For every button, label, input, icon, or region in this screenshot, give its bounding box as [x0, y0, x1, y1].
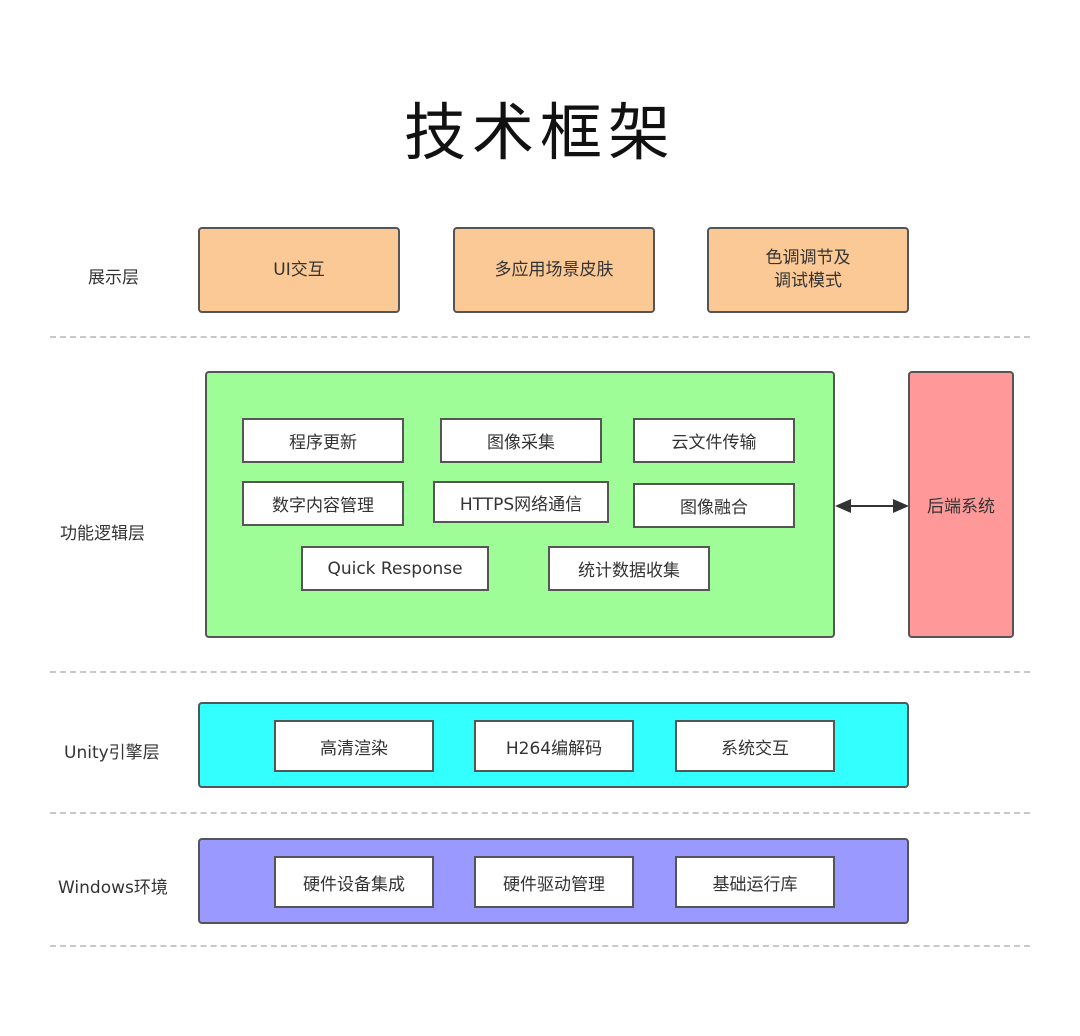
layer-divider	[50, 671, 1030, 673]
module-statistics-collection: 统计数据收集	[548, 546, 710, 591]
box-ui-interaction: UI交互	[198, 227, 400, 313]
layer-label-unity: Unity引擎层	[64, 743, 160, 763]
box-tone-debug-mode: 色调调节及 调试模式	[707, 227, 909, 313]
module-quick-response: Quick Response	[301, 546, 489, 591]
module-image-fusion: 图像融合	[633, 483, 795, 528]
module-image-capture: 图像采集	[440, 418, 602, 463]
diagram-title: 技术框架	[403, 96, 676, 169]
module-digital-content-management: 数字内容管理	[242, 481, 404, 526]
module-cloud-file-transfer: 云文件传输	[633, 418, 795, 463]
backend-system-box: 后端系统	[908, 371, 1014, 638]
module-hd-rendering: 高清渲染	[274, 720, 434, 772]
backend-system-label: 后端系统	[927, 497, 995, 517]
module-runtime-library: 基础运行库	[675, 856, 835, 908]
bidirectional-arrow	[835, 499, 909, 513]
module-driver-management: 硬件驱动管理	[474, 856, 634, 908]
layer-divider	[50, 945, 1030, 947]
layer-divider	[50, 336, 1030, 338]
layer-divider	[50, 812, 1030, 814]
layer-label-presentation: 展示层	[88, 268, 139, 288]
layer-label-windows: Windows环境	[58, 878, 168, 898]
module-program-update: 程序更新	[242, 418, 404, 463]
module-hardware-integration: 硬件设备集成	[274, 856, 434, 908]
module-system-interaction: 系统交互	[675, 720, 835, 772]
box-multi-scene-skin: 多应用场景皮肤	[453, 227, 655, 313]
module-h264-codec: H264编解码	[474, 720, 634, 772]
module-https-network: HTTPS网络通信	[433, 481, 609, 523]
layer-label-logic: 功能逻辑层	[60, 524, 145, 544]
